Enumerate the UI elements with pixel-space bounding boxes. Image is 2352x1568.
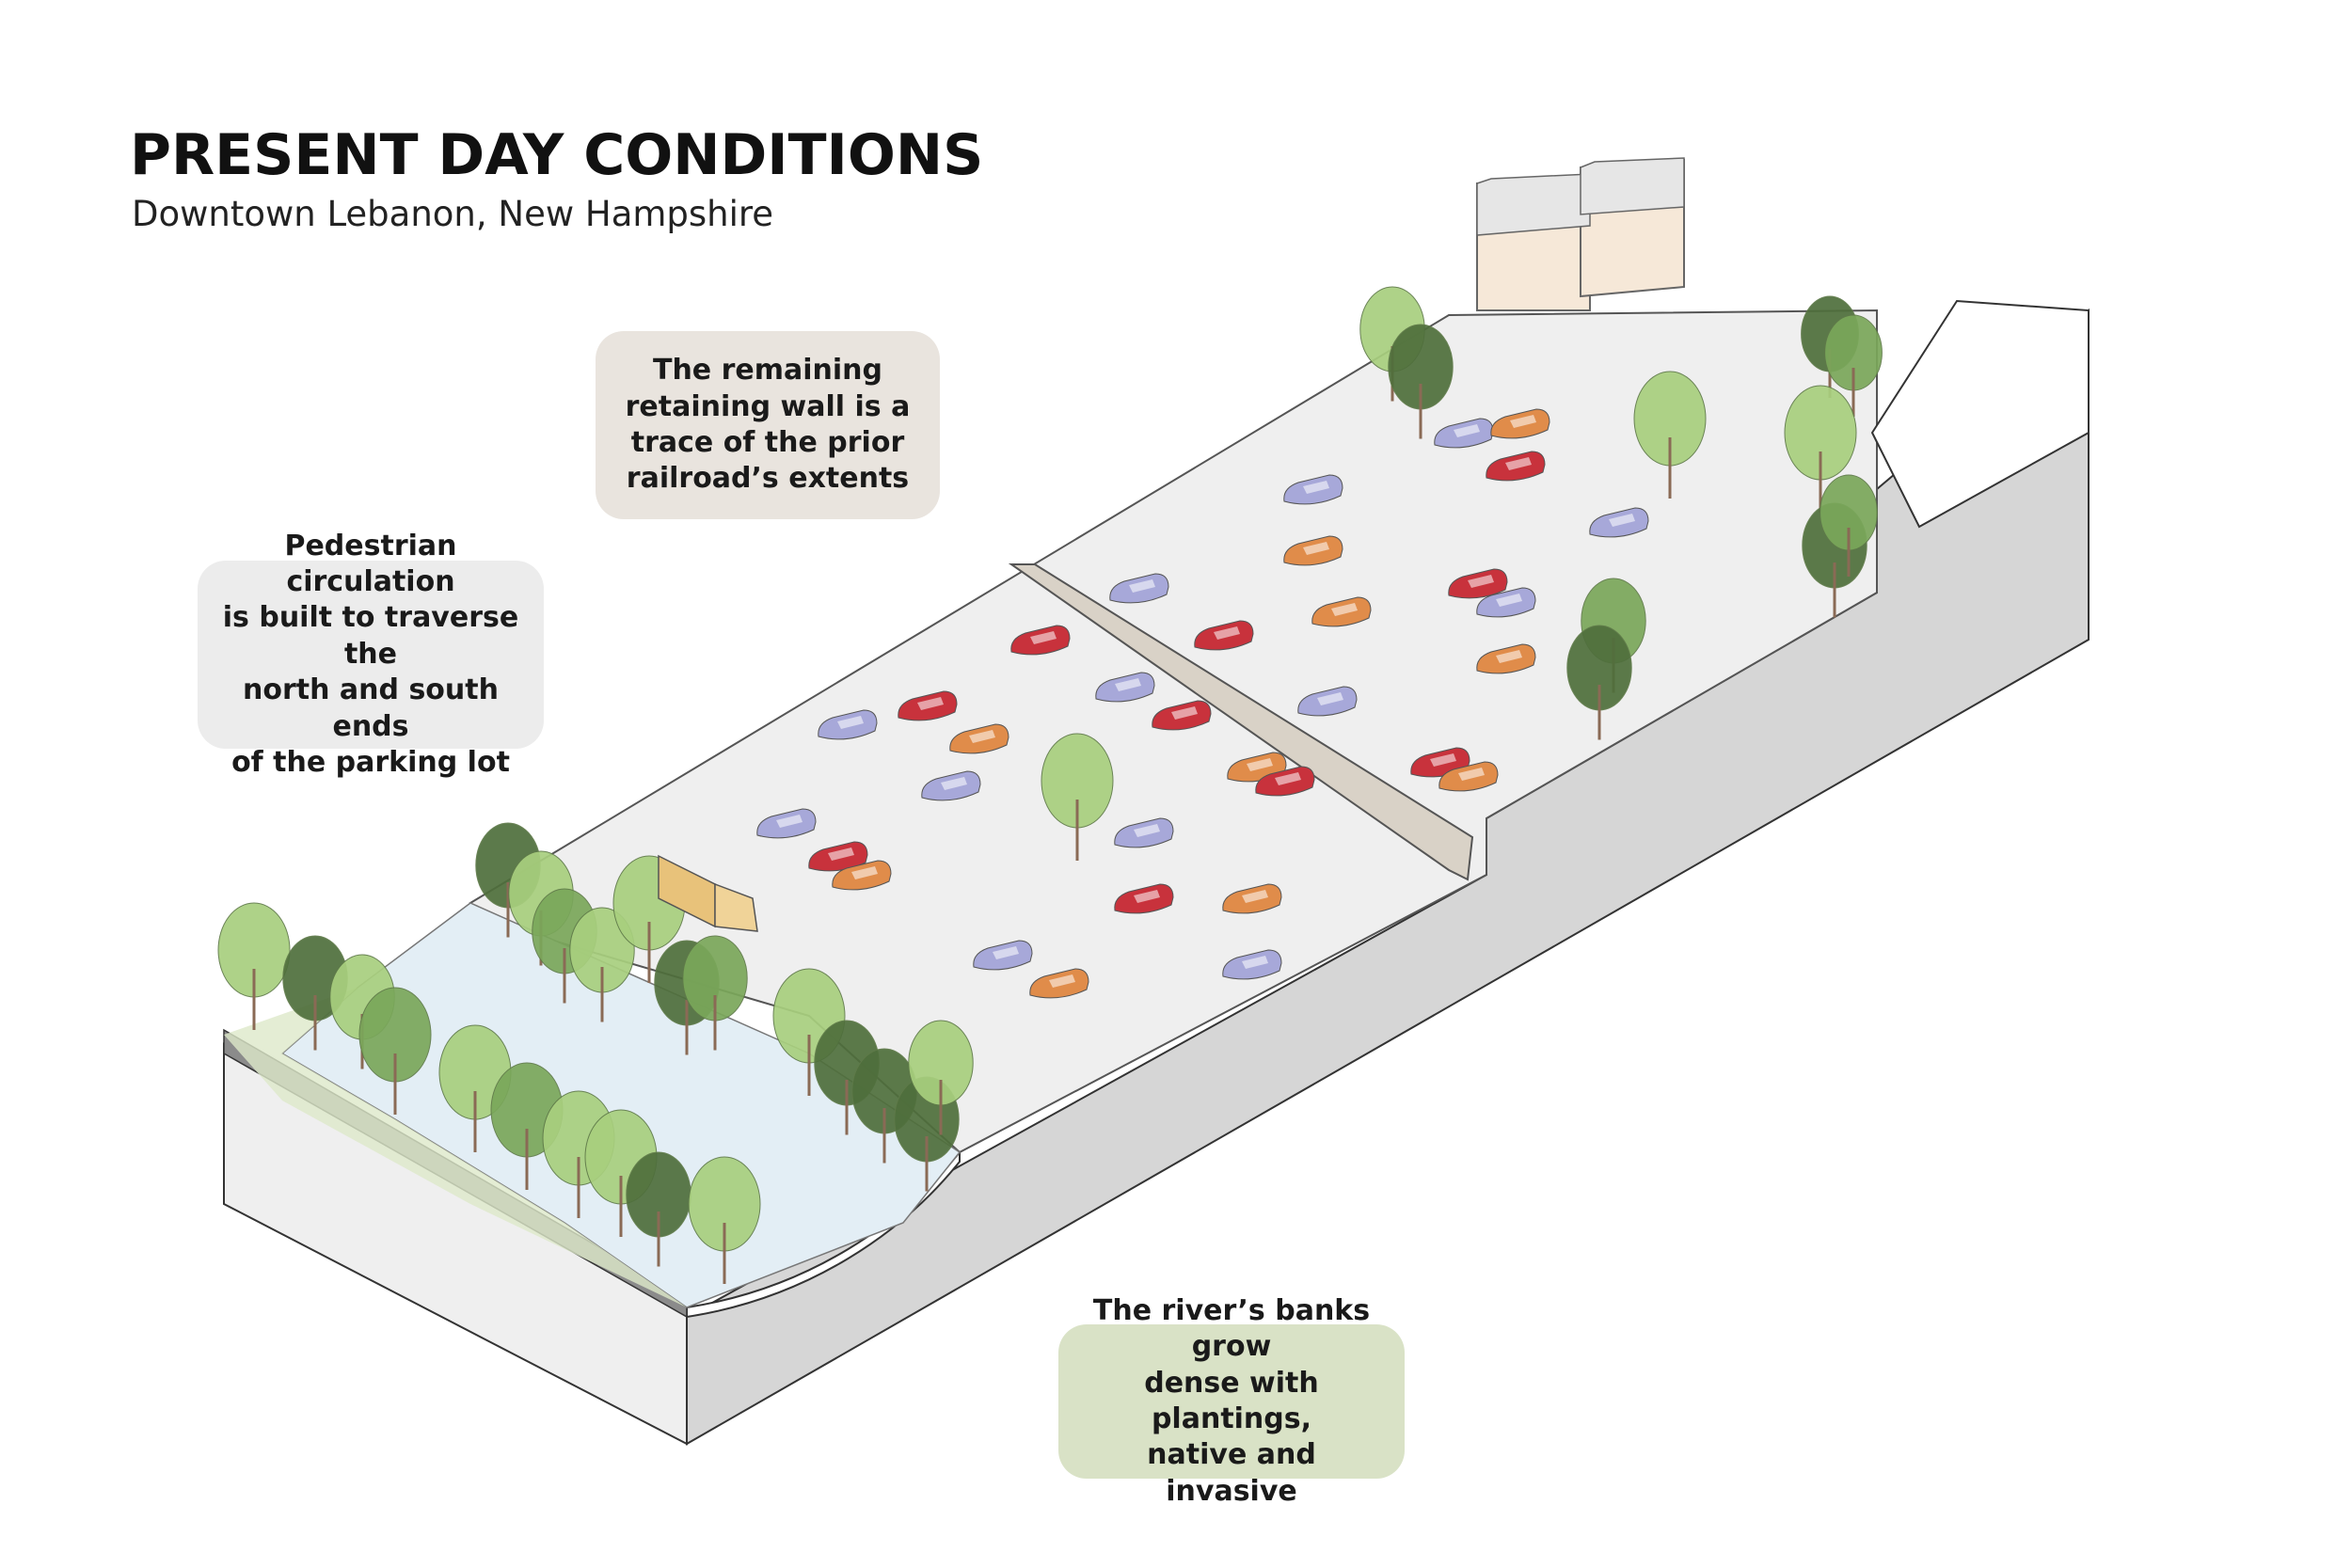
car-icon	[1029, 968, 1089, 999]
car-icon	[1109, 573, 1169, 604]
car-icon	[1438, 761, 1499, 792]
callout-river-banks-text: The river’s banks grow dense with planti…	[1092, 1293, 1371, 1508]
car-icon	[808, 841, 868, 872]
car-icon	[1297, 686, 1358, 717]
tree-icon	[688, 1156, 761, 1284]
car-icon	[1010, 625, 1071, 656]
car-icon	[973, 940, 1033, 971]
callout-retaining-wall-text: The remaining retaining wall is a trace …	[625, 354, 911, 496]
tree-icon	[1566, 625, 1632, 740]
car-icon	[921, 770, 981, 801]
car-icon	[898, 690, 958, 721]
river-bank-vegetation-left	[224, 988, 687, 1307]
car-icon	[1114, 883, 1174, 914]
callout-pedestrian-circulation-text: Pedestrian circulation is built to trave…	[222, 529, 519, 779]
truck-icon	[658, 854, 758, 932]
tree-icon	[1784, 385, 1857, 513]
car-icon	[1311, 596, 1372, 627]
tree-icon	[682, 935, 748, 1051]
tree-icon	[908, 1020, 974, 1135]
car-icon	[1152, 700, 1212, 731]
car-icon	[1194, 620, 1254, 651]
adjacent-building-block	[1870, 299, 2090, 529]
callout-river-banks: The river’s banks grow dense with planti…	[1058, 1294, 1405, 1508]
page-subtitle: Downtown Lebanon, New Hampshire	[132, 194, 774, 234]
parked-cars	[756, 408, 1649, 999]
car-icon	[1283, 535, 1343, 566]
tree-icon	[569, 907, 635, 1022]
car-icon	[1434, 418, 1494, 449]
river-bank-cut	[686, 1149, 961, 1319]
car-icon	[1222, 883, 1282, 914]
callout-retaining-wall: The remaining retaining wall is a trace …	[596, 331, 940, 519]
car-icon	[1490, 408, 1550, 439]
car-icon	[1255, 766, 1315, 797]
car-icon	[756, 808, 817, 839]
tree-icon	[1388, 324, 1454, 439]
tree-icon	[358, 987, 432, 1115]
title-block: PRESENT DAY CONDITIONS Downtown Lebanon,…	[130, 124, 983, 234]
building-icon	[1476, 157, 1685, 311]
tree-icon	[1041, 733, 1114, 861]
car-icon	[1486, 451, 1546, 482]
car-icon	[1222, 949, 1282, 980]
car-icon	[1283, 474, 1343, 505]
car-icon	[1095, 672, 1155, 703]
car-icon	[1476, 587, 1536, 618]
car-icon	[832, 860, 892, 891]
page-title: PRESENT DAY CONDITIONS	[130, 122, 984, 188]
car-icon	[1589, 507, 1649, 538]
retaining-wall	[1008, 563, 1474, 881]
tree-icon	[1633, 371, 1707, 499]
car-icon	[949, 723, 1009, 754]
car-icon	[818, 709, 878, 740]
tree-icon	[1824, 314, 1883, 417]
car-icon	[1448, 568, 1508, 599]
trees	[217, 286, 1883, 1284]
car-icon	[1476, 643, 1536, 674]
car-icon	[1114, 817, 1174, 848]
tree-icon	[1820, 474, 1878, 577]
tree-icon	[217, 902, 291, 1030]
callout-pedestrian-circulation: Pedestrian circulation is built to trave…	[198, 530, 544, 779]
